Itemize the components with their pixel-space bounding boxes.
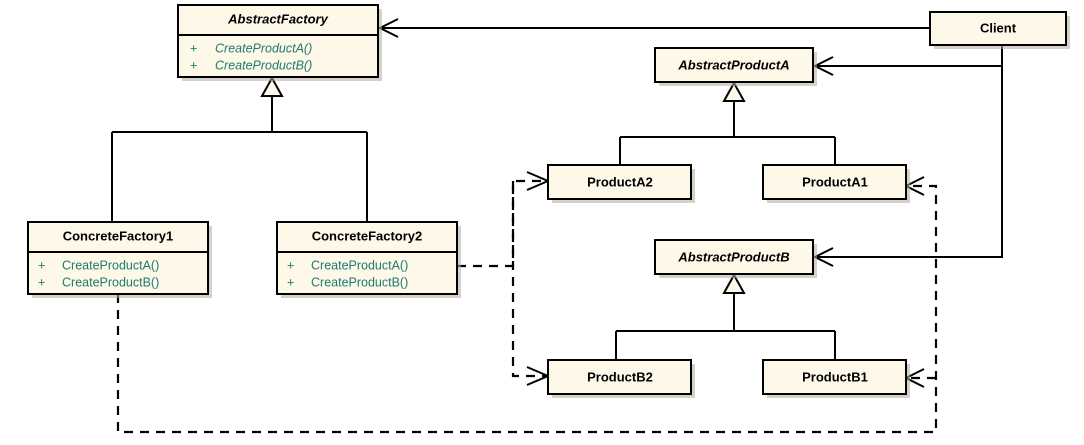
box-body [654, 239, 814, 275]
box-body [762, 164, 907, 200]
edge-client-uses-abstractproducta[interactable] [812, 45, 1003, 76]
member-visibility: + [287, 258, 294, 272]
box-body [276, 221, 458, 295]
member-label: CreateProductB() [215, 58, 312, 72]
class-title: ProductA2 [587, 174, 653, 189]
class-title: AbstractProductA [677, 57, 789, 72]
edge-client-uses-abstractfactory[interactable] [377, 18, 930, 38]
box-body [177, 4, 379, 78]
class-box-abstract-product-b[interactable]: AbstractProductB [654, 239, 817, 278]
member-label: CreateProductA() [311, 258, 408, 272]
edge-client-uses-abstractproductb[interactable] [812, 45, 1003, 267]
edge-concretefactory2-creates-productb2[interactable] [511, 181, 551, 386]
member-label: CreateProductB() [311, 275, 408, 289]
member-visibility: + [38, 258, 45, 272]
class-title: ConcreteFactory1 [63, 228, 174, 243]
class-title: ProductA1 [802, 174, 868, 189]
class-box-product-b2[interactable]: ProductB2 [547, 359, 695, 398]
box-body [27, 221, 209, 295]
edge-concretefactory-inherits-abstractfactory[interactable] [111, 75, 368, 222]
box-body [929, 11, 1067, 46]
class-box-concrete-factory-1[interactable]: ConcreteFactory1 + CreateProductA() + Cr… [27, 221, 212, 298]
class-box-product-b1[interactable]: ProductB1 [762, 359, 910, 398]
class-box-client[interactable]: Client [929, 11, 1070, 49]
class-box-abstract-factory[interactable]: AbstractFactory + CreateProductA() + Cre… [177, 4, 382, 81]
member-visibility: + [38, 275, 45, 289]
member-label: CreateProductB() [62, 275, 159, 289]
class-title: AbstractProductB [677, 249, 789, 264]
edge-concretefactory2-creates-producta2[interactable] [457, 171, 551, 268]
class-title: ConcreteFactory2 [312, 228, 423, 243]
class-title: AbstractFactory [227, 11, 328, 26]
class-box-abstract-product-a[interactable]: AbstractProductA [654, 47, 817, 86]
box-body [547, 164, 692, 200]
member-visibility: + [190, 58, 197, 72]
class-box-product-a2[interactable]: ProductA2 [547, 164, 695, 203]
member-label: CreateProductA() [62, 258, 159, 272]
box-body [762, 359, 907, 395]
class-title: ProductB2 [587, 369, 653, 384]
box-body [547, 359, 692, 395]
edge-concretefactory1-creates-productb1[interactable] [903, 368, 936, 388]
member-visibility: + [287, 275, 294, 289]
class-title: ProductB1 [802, 369, 868, 384]
class-box-product-a1[interactable]: ProductA1 [762, 164, 910, 203]
class-title: Client [980, 20, 1017, 35]
edges-layer [111, 18, 1003, 434]
edge-producta-inherits-abstractproducta[interactable] [619, 80, 836, 165]
edge-productb-inherits-abstractproductb[interactable] [615, 272, 836, 360]
member-label: CreateProductA() [215, 41, 312, 55]
class-box-concrete-factory-2[interactable]: ConcreteFactory2 + CreateProductA() + Cr… [276, 221, 461, 298]
member-visibility: + [190, 41, 197, 55]
box-body [654, 47, 814, 83]
